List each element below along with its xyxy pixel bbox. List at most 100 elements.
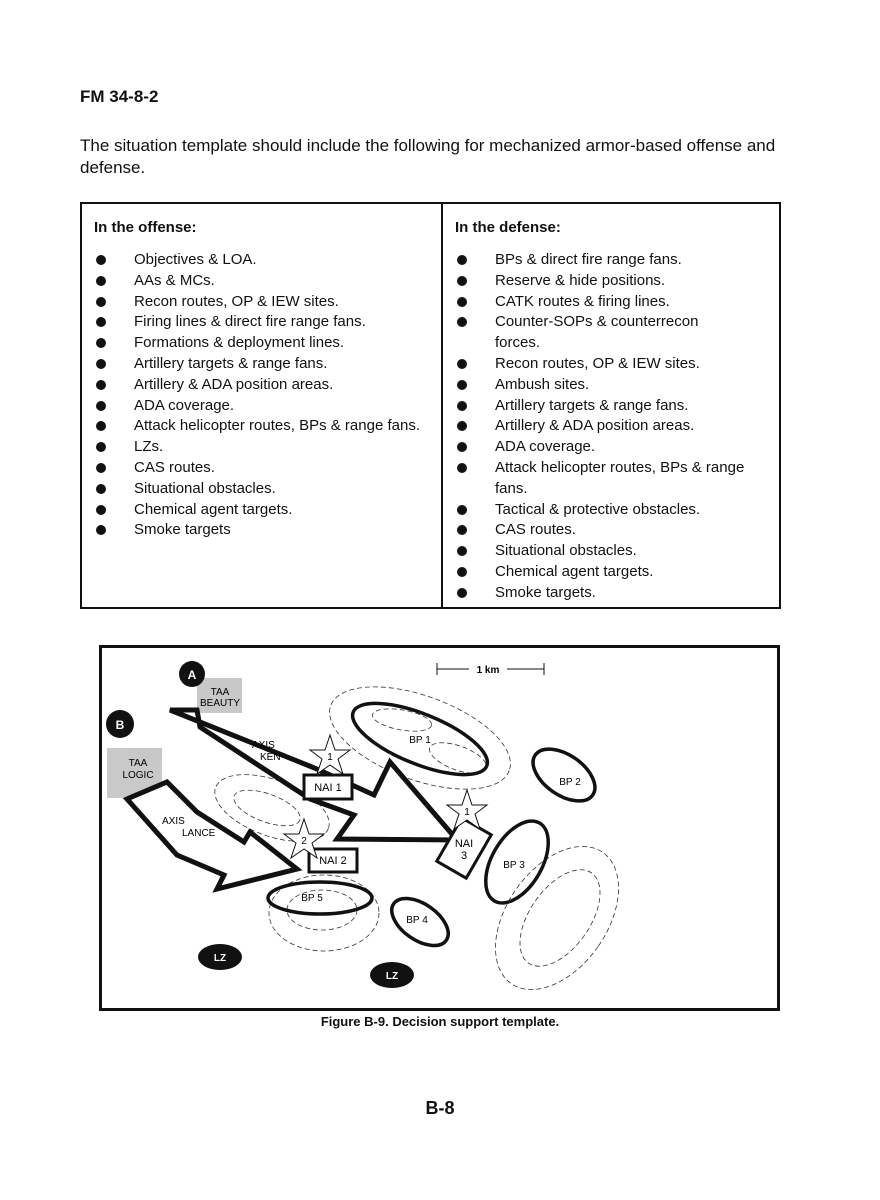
list-item: Reserve & hide positions. <box>443 271 747 292</box>
list-item-text: Artillery & ADA position areas. <box>495 417 695 435</box>
target-star-1: 1 <box>308 733 352 776</box>
axis-lance-arrow <box>122 779 303 893</box>
bullet-icon <box>457 421 467 432</box>
offense-heading: In the offense: <box>94 219 197 236</box>
defense-heading: In the defense: <box>455 219 561 236</box>
list-item: Situational obstacles. <box>443 541 747 562</box>
list-item-text: Artillery targets & range fans. <box>134 354 328 372</box>
intro-paragraph: The situation template should include th… <box>80 136 776 177</box>
list-item-text: CAS routes. <box>134 458 215 476</box>
list-item: CAS routes. <box>82 458 424 479</box>
offense-column: In the offense: Objectives & LOA. AAs & MC… <box>82 204 443 607</box>
star-2-label: 2 <box>301 836 307 847</box>
bullet-icon <box>96 317 106 328</box>
axis-ken-label: KEN <box>260 752 281 763</box>
list-item-text: AAs & MCs. <box>134 271 215 289</box>
bullet-icon <box>457 379 467 390</box>
list-item: Objectives & LOA. <box>82 250 424 271</box>
scale-label: 1 km <box>477 665 500 676</box>
page-number: B-8 <box>425 1098 455 1118</box>
list-item: AAs & MCs. <box>82 271 424 292</box>
list-item: Smoke targets <box>82 520 424 541</box>
list-item: Artillery & ADA position areas. <box>82 375 424 396</box>
list-item: Tactical & protective obstacles. <box>443 500 747 521</box>
nai-1-box: NAI 1 <box>302 773 354 801</box>
list-item: Chemical agent targets. <box>82 500 424 521</box>
list-item-text: ADA coverage. <box>134 396 235 414</box>
list-item: CATK routes & firing lines. <box>443 292 747 313</box>
bullet-icon <box>96 462 106 473</box>
bullet-icon <box>457 462 467 473</box>
list-item: Counter-SOPs & counterrecon forces. <box>443 312 747 354</box>
axis-lance-label: AXIS <box>162 816 185 827</box>
axis-ken-label: AXIS <box>252 740 275 751</box>
list-item-text: Objectives & LOA. <box>134 251 257 268</box>
list-item-text: Smoke targets. <box>495 583 596 601</box>
avenue-a-label: A <box>188 668 197 682</box>
bullet-icon <box>96 483 106 494</box>
battle-positions <box>266 701 597 948</box>
bullet-icon <box>457 504 467 515</box>
defense-column: In the defense: BPs & direct fire range f… <box>443 204 779 607</box>
bullet-icon <box>96 275 106 286</box>
list-item: Ambush sites. <box>443 375 747 396</box>
list-item: Recon routes, OP & IEW sites. <box>82 292 424 313</box>
avenue-b-label: B <box>116 718 125 732</box>
bullet-icon <box>96 504 106 515</box>
bullet-icon <box>457 275 467 286</box>
list-item: Recon routes, OP & IEW sites. <box>443 354 747 375</box>
list-item-text: ADA coverage. <box>495 438 596 456</box>
bullet-icon <box>96 296 106 307</box>
bullet-icon <box>457 296 467 307</box>
bullet-icon <box>96 358 106 369</box>
nai-3-label: 3 <box>461 850 467 862</box>
template-table: In the offense: Objectives & LOA. AAs & MC… <box>80 202 781 609</box>
list-item-text: Reserve & hide positions. <box>495 271 666 289</box>
bullet-icon <box>96 400 106 411</box>
bp-4-label: BP 4 <box>406 915 428 926</box>
list-item-text: Attack helicopter routes, BPs & range fa… <box>134 417 420 435</box>
nai-2-label: NAI 2 <box>319 855 347 867</box>
list-item: Attack helicopter routes, BPs & range fa… <box>443 458 747 500</box>
bullet-icon <box>457 546 467 557</box>
list-item-text: Recon routes, OP & IEW sites. <box>134 292 339 310</box>
avenue-a-marker: A <box>179 661 205 687</box>
list-item: Artillery targets & range fans. <box>82 354 424 375</box>
target-star-1b: 1 <box>445 788 489 831</box>
list-item-text: CAS routes. <box>495 521 576 539</box>
list-item-text: Firing lines & direct fire range fans. <box>134 313 366 331</box>
list-item: Attack helicopter routes, BPs & range fa… <box>82 416 424 437</box>
axis-lance-label: LANCE <box>182 828 216 839</box>
list-item-text: Ambush sites. <box>495 375 590 393</box>
bullet-icon <box>96 421 106 432</box>
bp-3-label: BP 3 <box>503 860 525 871</box>
bullet-icon <box>457 317 467 328</box>
running-header: FM 34-8-2 <box>80 87 159 106</box>
bullet-icon <box>457 400 467 411</box>
list-item: BPs & direct fire range fans. <box>443 250 747 271</box>
list-item-text: Artillery targets & range fans. <box>495 396 689 414</box>
list-item-text: Situational obstacles. <box>134 479 276 497</box>
list-item-text: Formations & deployment lines. <box>134 334 345 352</box>
lz-2: LZ <box>370 962 414 988</box>
nai-3-label: NAI <box>455 838 473 850</box>
bp-5-label: BP 5 <box>301 893 323 904</box>
bullet-icon <box>96 525 106 536</box>
bullet-icon <box>457 525 467 536</box>
nai-1-label: NAI 1 <box>314 782 342 794</box>
list-item-text: BPs & direct fire range fans. <box>495 251 682 268</box>
lz-2-label: LZ <box>386 971 398 982</box>
bp-2-label: BP 2 <box>559 777 581 788</box>
lz-1-label: LZ <box>214 953 226 964</box>
list-item: ADA coverage. <box>82 396 424 417</box>
bullet-icon <box>457 358 467 369</box>
list-item-text: Situational obstacles. <box>495 542 637 560</box>
bullet-icon <box>457 255 467 265</box>
bullet-icon <box>96 442 106 453</box>
list-item-text: CATK routes & firing lines. <box>495 292 670 310</box>
bullet-icon <box>457 442 467 453</box>
list-item: LZs. <box>82 437 424 458</box>
figure-caption: Figure B-9. Decision support template. <box>320 1014 560 1029</box>
taa-beauty-label: TAA <box>211 687 230 698</box>
